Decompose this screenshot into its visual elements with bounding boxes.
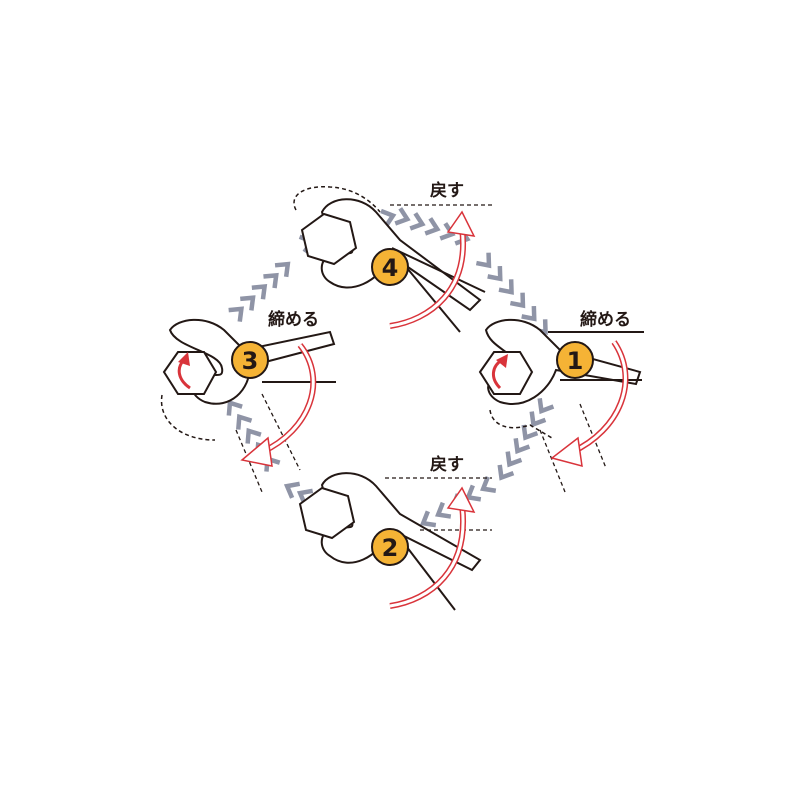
step-4-action-label: 戻す <box>430 180 464 201</box>
reference-dashed-line <box>261 393 301 471</box>
wrench-position-1: 締める 1 <box>478 309 644 493</box>
direction-chevron <box>439 222 456 241</box>
wrench-position-2: 戻す 2 <box>298 454 492 611</box>
direction-chevron <box>497 464 515 481</box>
arrow-head <box>446 486 476 513</box>
arrow-head <box>550 436 583 468</box>
direction-chevron <box>435 501 452 519</box>
handle-line <box>399 537 456 611</box>
direction-chevron <box>245 427 262 444</box>
direction-chevron <box>505 451 523 468</box>
step-4-number: 4 <box>382 254 399 282</box>
direction-chevron <box>263 272 279 289</box>
direction-chevron <box>251 284 268 300</box>
step-badge <box>371 528 409 566</box>
step-1-action-label: 締める <box>580 309 631 330</box>
direction-chevron <box>424 217 441 236</box>
wrench-ghost-outline <box>160 394 216 441</box>
direction-chevron <box>394 207 411 226</box>
direction-chevron <box>409 212 426 231</box>
direction-chevron <box>513 437 531 455</box>
hex-nut <box>162 351 218 395</box>
direction-chevron <box>521 424 539 441</box>
wrench-position-4: 戻す 4 <box>293 180 492 333</box>
direction-chevron <box>521 305 537 322</box>
arrow-head <box>240 436 273 467</box>
step-1-number: 1 <box>567 347 584 375</box>
handle-line <box>391 247 486 293</box>
handle-line <box>401 261 461 333</box>
wrench-position-3: 締める 3 <box>160 309 336 493</box>
direction-chevron <box>226 399 243 416</box>
hex-nut <box>300 212 358 266</box>
step-badge <box>556 341 594 379</box>
direction-chevron <box>240 295 256 311</box>
reference-dashed-line <box>235 429 263 493</box>
direction-chevron <box>380 208 397 228</box>
direction-chevron <box>529 411 547 428</box>
direction-chevron <box>475 252 492 269</box>
step-2-action-label: 戻す <box>430 454 464 475</box>
step-badge <box>371 248 409 286</box>
direction-chevron <box>283 481 301 499</box>
hex-nut <box>298 486 356 540</box>
direction-chevron <box>537 397 555 415</box>
direction-chevron <box>509 292 526 309</box>
direction-chevron <box>480 476 497 493</box>
direction-chevron <box>236 413 253 430</box>
direction-chevron <box>465 484 482 502</box>
step-badge <box>231 341 269 379</box>
hex-nut <box>478 351 534 395</box>
reference-dashed-line <box>579 403 607 469</box>
direction-chevron <box>420 510 437 528</box>
step-2-number: 2 <box>382 534 399 562</box>
direction-chevron <box>228 306 244 322</box>
wrench-ghost-outline <box>293 186 381 213</box>
direction-chevron <box>487 265 503 282</box>
step-3-action-label: 締める <box>268 309 319 330</box>
arrow-head <box>446 210 476 237</box>
step-3-number: 3 <box>242 347 259 375</box>
direction-chevron <box>274 261 291 278</box>
wrench-ghost-outline <box>489 409 553 439</box>
direction-chevron <box>498 279 514 295</box>
